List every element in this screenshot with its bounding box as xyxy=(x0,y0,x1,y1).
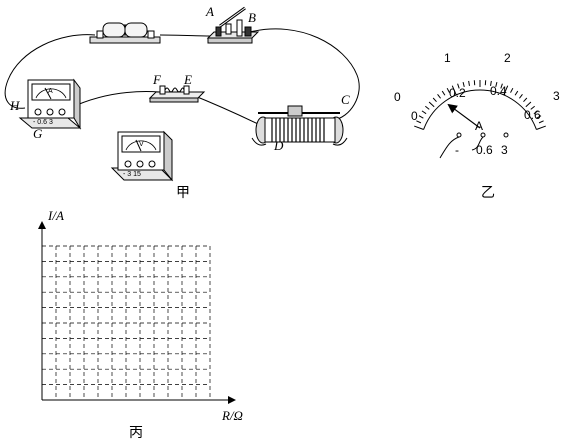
dial-tick xyxy=(525,101,532,108)
label-H: H xyxy=(9,98,20,113)
dial-tick xyxy=(538,120,544,124)
meter-terminals xyxy=(439,132,509,159)
dial-tick xyxy=(462,81,465,88)
dial-tick xyxy=(500,83,503,89)
dial-tick xyxy=(432,97,437,103)
wire-resistor-board xyxy=(148,85,206,103)
dial-tick xyxy=(428,101,435,108)
dial-tick xyxy=(536,125,546,130)
voltmeter xyxy=(110,130,174,182)
rheostat xyxy=(251,105,348,146)
voltmeter-terminal-labels: - 3 15 xyxy=(123,171,141,178)
dial-tick xyxy=(468,80,470,86)
dial-tick xyxy=(451,85,457,96)
label-A: A xyxy=(205,4,214,19)
switch xyxy=(206,6,260,44)
caption-yi: 乙 xyxy=(481,185,495,201)
ammeter-letter: A xyxy=(48,88,53,95)
terminal-label-neg: - xyxy=(455,143,459,157)
x-axis-label: R/Ω xyxy=(221,408,243,423)
label-F: F xyxy=(152,72,162,87)
outer-label-2: 2 xyxy=(504,51,511,65)
circuit-figure: A B A - 0.6 3 H G F E xyxy=(4,4,360,201)
meter-dial-figure: 0 1 2 3 0 0.2 0.4 0.6 A - 0.6 3 乙 xyxy=(394,51,560,201)
label-E: E xyxy=(183,72,192,87)
dial-tick xyxy=(514,90,519,96)
dial-tick xyxy=(425,105,430,110)
dial-tick xyxy=(533,110,539,115)
inner-label-0: 0 xyxy=(411,109,418,123)
dial-tick xyxy=(437,94,441,99)
dial-tick xyxy=(457,83,460,89)
dial-tick xyxy=(523,97,528,103)
inner-label-0.2: 0.2 xyxy=(449,86,466,100)
dial-tick xyxy=(446,87,450,93)
dial-tick xyxy=(536,115,542,119)
outer-label-1: 1 xyxy=(444,51,451,65)
terminal-label-0.6: 0.6 xyxy=(476,143,493,157)
dial-tick xyxy=(441,90,446,96)
battery-holder xyxy=(89,22,161,44)
dial-tick xyxy=(490,80,492,86)
caption-bing: 丙 xyxy=(129,425,143,440)
voltmeter-letter: V xyxy=(139,141,144,148)
dial-tick xyxy=(421,110,427,115)
graph-grid xyxy=(42,245,211,400)
dial-scale xyxy=(414,80,546,130)
meter-needle xyxy=(447,103,481,129)
label-B: B xyxy=(248,10,256,25)
label-G: G xyxy=(33,126,43,141)
y-axis-label: I/A xyxy=(47,208,64,223)
caption-jia: 甲 xyxy=(176,185,190,201)
terminal-label-3: 3 xyxy=(501,143,508,157)
dial-tick xyxy=(414,125,424,130)
dial-arc xyxy=(423,89,537,130)
outer-label-0: 0 xyxy=(394,90,401,104)
dial-tick xyxy=(510,87,514,93)
label-D: D xyxy=(273,138,284,153)
dial-tick xyxy=(530,105,535,110)
outer-label-3: 3 xyxy=(553,89,560,103)
inner-label-0.6: 0.6 xyxy=(524,108,541,122)
dial-tick xyxy=(416,120,422,124)
meter-letter: A xyxy=(475,119,483,133)
inner-label-0.4: 0.4 xyxy=(490,84,507,98)
label-C: C xyxy=(341,92,350,107)
ammeter xyxy=(18,78,82,130)
axes-figure: I/A R/Ω 丙 xyxy=(38,208,243,440)
dial-tick xyxy=(418,115,424,119)
dial-tick xyxy=(503,85,509,96)
ammeter-terminal-labels: - 0.6 3 xyxy=(33,119,53,126)
dial-tick xyxy=(519,94,523,99)
dial-tick xyxy=(495,81,498,88)
